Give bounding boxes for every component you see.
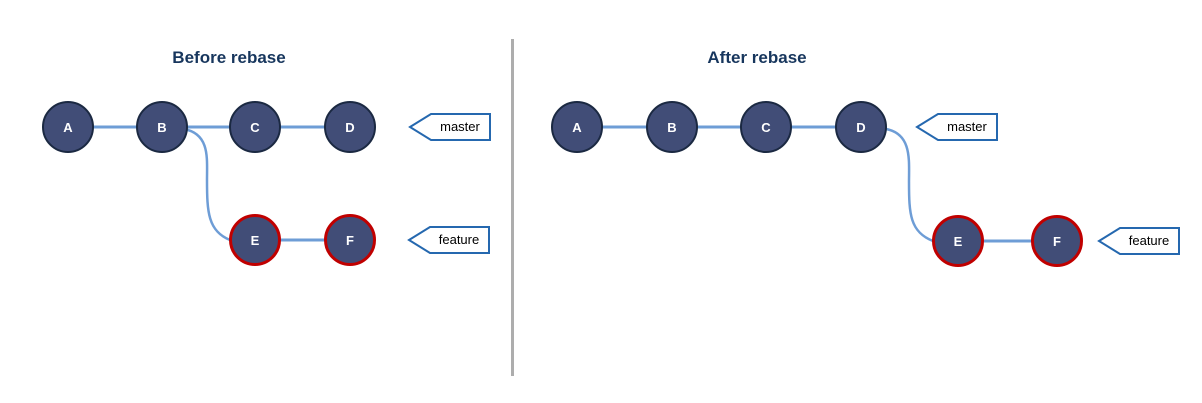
- tag-arrow-icon: [1097, 227, 1180, 255]
- after-commit-c: C: [740, 101, 792, 153]
- tag-arrow-icon: [915, 113, 998, 141]
- panel-divider: [511, 39, 514, 376]
- after-master-tag: master: [915, 112, 999, 142]
- before-commit-d: D: [324, 101, 376, 153]
- before-commit-e: E: [229, 214, 281, 266]
- after-master-tag-label: master: [947, 119, 987, 134]
- before-commit-f: F: [324, 214, 376, 266]
- after-commit-e: E: [932, 215, 984, 267]
- before-commit-c: C: [229, 101, 281, 153]
- after-feature-tag: feature: [1097, 226, 1181, 256]
- after-panel-title: After rebase: [707, 48, 807, 67]
- after-commit-d: D: [835, 101, 887, 153]
- before-branch-curve: [183, 127, 231, 242]
- before-master-tag: master: [408, 112, 492, 142]
- before-feature-tag: feature: [407, 225, 491, 255]
- before-master-tag-label: master: [440, 119, 480, 134]
- after-commit-a: A: [551, 101, 603, 153]
- tag-arrow-icon: [407, 226, 490, 254]
- before-panel-title: Before rebase: [172, 48, 286, 67]
- tag-arrow-icon: [408, 113, 491, 141]
- before-commit-b: B: [136, 101, 188, 153]
- before-commit-a: A: [42, 101, 94, 153]
- after-branch-curve: [885, 127, 934, 243]
- after-commit-b: B: [646, 101, 698, 153]
- before-feature-tag-label: feature: [438, 232, 480, 247]
- after-feature-tag-label: feature: [1128, 233, 1170, 248]
- after-commit-f: F: [1031, 215, 1083, 267]
